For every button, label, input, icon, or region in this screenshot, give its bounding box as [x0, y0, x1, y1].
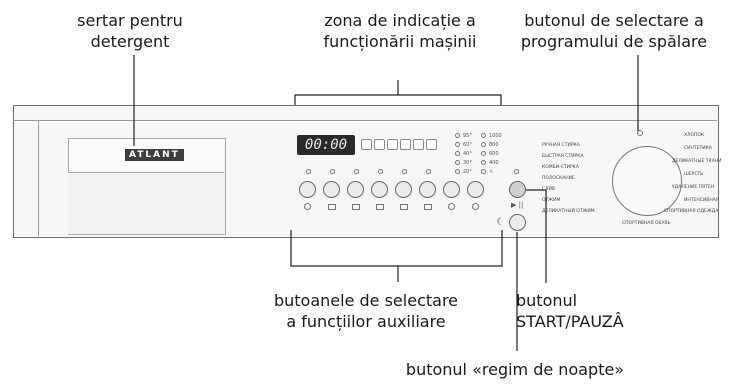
program-label: ОТЖИМ	[542, 198, 561, 203]
callout-detergent-line1: sertar pentru	[77, 11, 183, 30]
callout-indicator-zone: zona de indicație a funcționării mașinii	[300, 10, 500, 52]
spin-led	[481, 151, 486, 156]
callout-night-line1: butonul «regim de noapte»	[405, 360, 625, 379]
callout-aux-line2: a funcțiilor auxiliare	[286, 312, 446, 331]
spin-led	[481, 160, 486, 165]
panel-top-strip	[13, 105, 717, 121]
spin-label: ☼	[489, 169, 494, 175]
temp-led	[455, 133, 460, 138]
callout-detergent-line2: detergent	[90, 32, 170, 51]
prewash-indicator-icon	[361, 139, 372, 150]
callout-indicator-line1: zona de indicație a	[324, 11, 476, 30]
spin-led	[481, 169, 486, 174]
knob-marker	[637, 130, 643, 136]
temp-label: 60°	[463, 142, 472, 148]
basin-icon	[352, 204, 360, 210]
callout-night-mode: butonul «regim de noapte»	[400, 359, 630, 380]
program-label: ПОЛОСКАНИЕ	[542, 176, 575, 181]
prewash-button[interactable]	[323, 181, 340, 198]
program-label: СПОРТИВНАЯ ОБУВЬ	[622, 221, 671, 226]
callout-program-line2: programului de spălare	[520, 32, 708, 51]
time-display: 00:00	[297, 135, 355, 155]
spin-speed-button[interactable]	[467, 181, 484, 198]
leader-bracket-aux	[290, 230, 503, 267]
callout-start-line1: butonul	[516, 291, 578, 310]
door-lock-indicator-icon	[426, 139, 437, 150]
leader-line-start	[526, 189, 547, 283]
start-led	[514, 169, 519, 174]
brand-logo: ATLANT	[125, 149, 184, 161]
drain-indicator-icon	[413, 139, 424, 150]
spin-led	[481, 133, 486, 138]
spin-indicator-icon	[400, 139, 411, 150]
temp-led	[455, 151, 460, 156]
night-mode-icon: ☾	[496, 217, 505, 228]
program-label: СИНТЕТИКА	[684, 146, 712, 151]
program-label: РУЧНАЯ СТИРКА	[542, 143, 580, 148]
program-label: ИНТЕНСИВНАЯ	[684, 198, 719, 203]
aux-led	[330, 169, 335, 174]
callout-program-line1: butonul de selectare a	[524, 11, 704, 30]
temp-label: 95°	[463, 133, 472, 139]
program-label: КОМБИ-СТИРКА	[542, 165, 579, 170]
callout-aux-line1: butoanele de selectare	[273, 291, 459, 310]
aux-led	[402, 169, 407, 174]
callout-start-pause: butonul START/PAUZÂ	[516, 290, 626, 332]
program-label: БЫСТРАЯ СТИРКА	[542, 154, 584, 159]
aux-led	[354, 169, 359, 174]
temp-label: 30°	[463, 160, 472, 166]
spin-label: 1000	[489, 133, 502, 139]
iron-icon	[424, 204, 432, 210]
callout-program-selector: butonul de selectare a programului de sp…	[505, 10, 723, 52]
night-mode-button[interactable]	[509, 214, 526, 231]
leader-bracket-indicator	[294, 94, 502, 105]
temperature-button[interactable]	[443, 181, 460, 198]
start-pause-button[interactable]	[509, 181, 526, 198]
basin-icon	[376, 204, 384, 210]
thermometer-icon	[448, 203, 455, 210]
program-label: СЛИВ	[542, 187, 555, 192]
panel-face	[38, 121, 729, 236]
clock-icon	[304, 203, 311, 210]
callout-aux-buttons: butoanele de selectare a funcțiilor auxi…	[266, 290, 466, 332]
play-pause-icon: ▶ ||	[511, 201, 524, 209]
easy-iron-button[interactable]	[419, 181, 436, 198]
spin-icon	[472, 203, 479, 210]
temp-led	[455, 142, 460, 147]
program-selector-knob[interactable]	[612, 146, 682, 216]
basin-icon	[328, 204, 336, 210]
program-label: ШЕРСТЬ	[684, 172, 704, 177]
program-label: СПОРТИВНАЯ ОДЕЖДА	[664, 209, 719, 214]
program-label: ХЛОПОК	[684, 133, 705, 138]
aux-led	[426, 169, 431, 174]
rinse-indicator-icon	[387, 139, 398, 150]
spin-label: 600	[489, 151, 499, 157]
spin-label: 800	[489, 142, 499, 148]
temp-led	[455, 160, 460, 165]
callout-detergent-drawer: sertar pentru detergent	[55, 10, 205, 52]
no-spin-button[interactable]	[395, 181, 412, 198]
temp-label: 40°	[463, 151, 472, 157]
delay-start-button[interactable]	[299, 181, 316, 198]
callout-start-line2: START/PAUZÂ	[516, 312, 624, 331]
program-label: ДЕЛИКАТНЫЕ ТКАНИ	[672, 159, 722, 164]
spin-label: 400	[489, 160, 499, 166]
temp-label: 20°	[463, 169, 472, 175]
aux-led	[306, 169, 311, 174]
callout-indicator-line2: funcționării mașinii	[323, 32, 477, 51]
aux-led	[378, 169, 383, 174]
intensive-wash-button[interactable]	[347, 181, 364, 198]
extra-rinse-button[interactable]	[371, 181, 388, 198]
spin-led	[481, 142, 486, 147]
program-label: ДЕЛИКАТНЫЙ ОТЖИМ	[542, 209, 595, 214]
program-label: УДАЛЕНИЕ ПЯТЕН	[672, 185, 715, 190]
wash-indicator-icon	[374, 139, 385, 150]
tub-icon	[400, 204, 408, 210]
detergent-drawer-handle[interactable]	[68, 172, 224, 234]
temp-led	[455, 169, 460, 174]
